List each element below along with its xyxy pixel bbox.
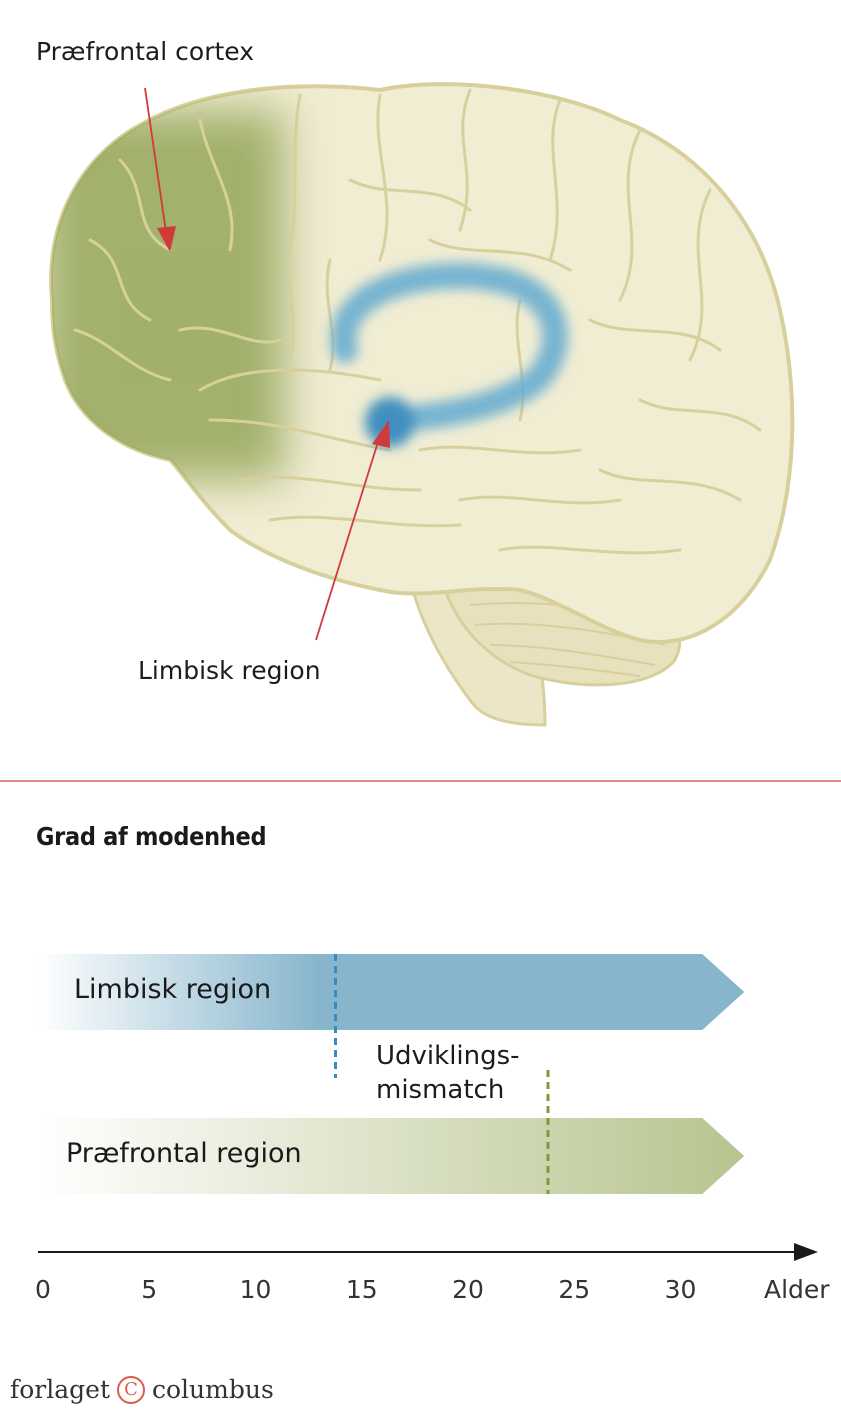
brain-folds xyxy=(73,88,762,555)
x-tick-label: 30 xyxy=(664,1275,697,1304)
prefrontal-highlight xyxy=(51,110,285,480)
prefrontal-arrow xyxy=(144,87,176,252)
maturity-bar-prefrontal xyxy=(38,1118,745,1194)
section-divider xyxy=(0,780,841,782)
mismatch-label-line1: Udviklings- xyxy=(376,1041,520,1071)
x-tick-label: 25 xyxy=(558,1275,591,1304)
chart-title: Grad af modenhed xyxy=(36,822,267,851)
prefrontal-cortex-label: Præfrontal cortex xyxy=(36,37,255,66)
brain-illustration xyxy=(49,82,795,727)
limbic-highlight xyxy=(330,262,568,447)
logo-c-icon: C xyxy=(117,1375,145,1404)
limbic-region-label: Limbisk region xyxy=(138,656,321,685)
publisher-logo: forlaget C columbus xyxy=(10,1375,274,1404)
maturity-timeline xyxy=(38,954,818,1261)
logo-text-left: forlaget xyxy=(10,1375,110,1404)
mismatch-label-line2: mismatch xyxy=(376,1075,505,1105)
x-tick-label: 20 xyxy=(452,1275,484,1304)
x-axis-arrowhead xyxy=(794,1243,818,1261)
bar-label-prefrontal: Præfrontal region xyxy=(66,1138,302,1169)
x-tick-label: 0 xyxy=(35,1275,51,1304)
x-tick-label: 5 xyxy=(141,1275,158,1304)
bar-label-limbic: Limbisk region xyxy=(74,974,272,1005)
x-tick-label: 15 xyxy=(345,1275,378,1304)
maturity-bar-limbic xyxy=(38,954,745,1030)
x-tick-label: 10 xyxy=(239,1275,272,1304)
limbic-arrow xyxy=(315,420,390,641)
x-axis-label: Alder xyxy=(764,1275,830,1304)
logo-text-right: columbus xyxy=(152,1375,274,1404)
